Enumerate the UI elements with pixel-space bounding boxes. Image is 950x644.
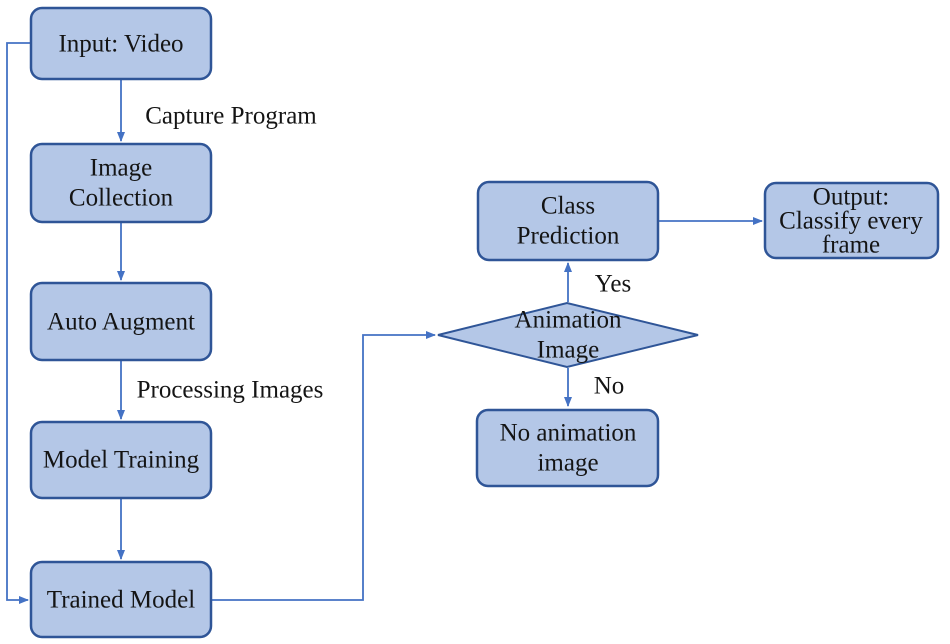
no-animation-image-label-line2: image	[537, 450, 598, 477]
output-label-line2: Classify every	[779, 208, 923, 235]
node-model-training: Model Training	[29, 420, 213, 500]
output-box	[763, 181, 940, 260]
node-auto-augment: Auto Augment	[29, 281, 213, 362]
no-animation-image-box	[475, 408, 660, 488]
node-no-animation-image: No animation image	[475, 408, 660, 488]
edge-label-processing-images: Processing Images	[137, 377, 324, 404]
animation-image-label-line1: Animation	[515, 307, 622, 334]
no-animation-image-label-line1: No animation	[500, 420, 637, 447]
image-collection-label-line1: Image	[90, 155, 152, 182]
edge-label-capture-program: Capture Program	[145, 103, 317, 130]
input-video-box	[29, 6, 213, 81]
trained-model-label: Trained Model	[47, 587, 195, 614]
node-input-video: Input: Video	[29, 6, 213, 81]
model-training-label: Model Training	[43, 447, 200, 474]
edge-trained-model-to-animation-decision	[211, 331, 436, 601]
animation-image-diamond	[437, 301, 699, 369]
image-collection-box	[29, 142, 213, 224]
edge-input-to-trained-model-feedback	[6, 42, 31, 604]
image-collection-label-line2: Collection	[69, 185, 174, 212]
node-class-prediction: Class Prediction	[476, 180, 660, 262]
auto-augment-label: Auto Augment	[47, 309, 195, 336]
output-label-line3: frame	[822, 232, 880, 259]
class-prediction-label-line1: Class	[541, 193, 595, 220]
class-prediction-box	[476, 180, 660, 262]
animation-image-label-line2: Image	[537, 337, 599, 364]
output-label-line1: Output:	[813, 184, 889, 211]
class-prediction-label-line2: Prediction	[517, 223, 620, 250]
node-animation-image-decision: Animation Image	[437, 301, 699, 369]
node-image-collection: Image Collection	[29, 142, 213, 224]
edge-label-no: No	[594, 373, 625, 400]
auto-augment-box	[29, 281, 213, 362]
trained-model-box	[29, 560, 213, 639]
input-video-label: Input: Video	[58, 31, 183, 58]
model-training-box	[29, 420, 213, 500]
node-output: Output: Classify every frame	[763, 181, 940, 260]
node-trained-model: Trained Model	[29, 560, 213, 639]
edge-label-yes: Yes	[595, 271, 631, 298]
